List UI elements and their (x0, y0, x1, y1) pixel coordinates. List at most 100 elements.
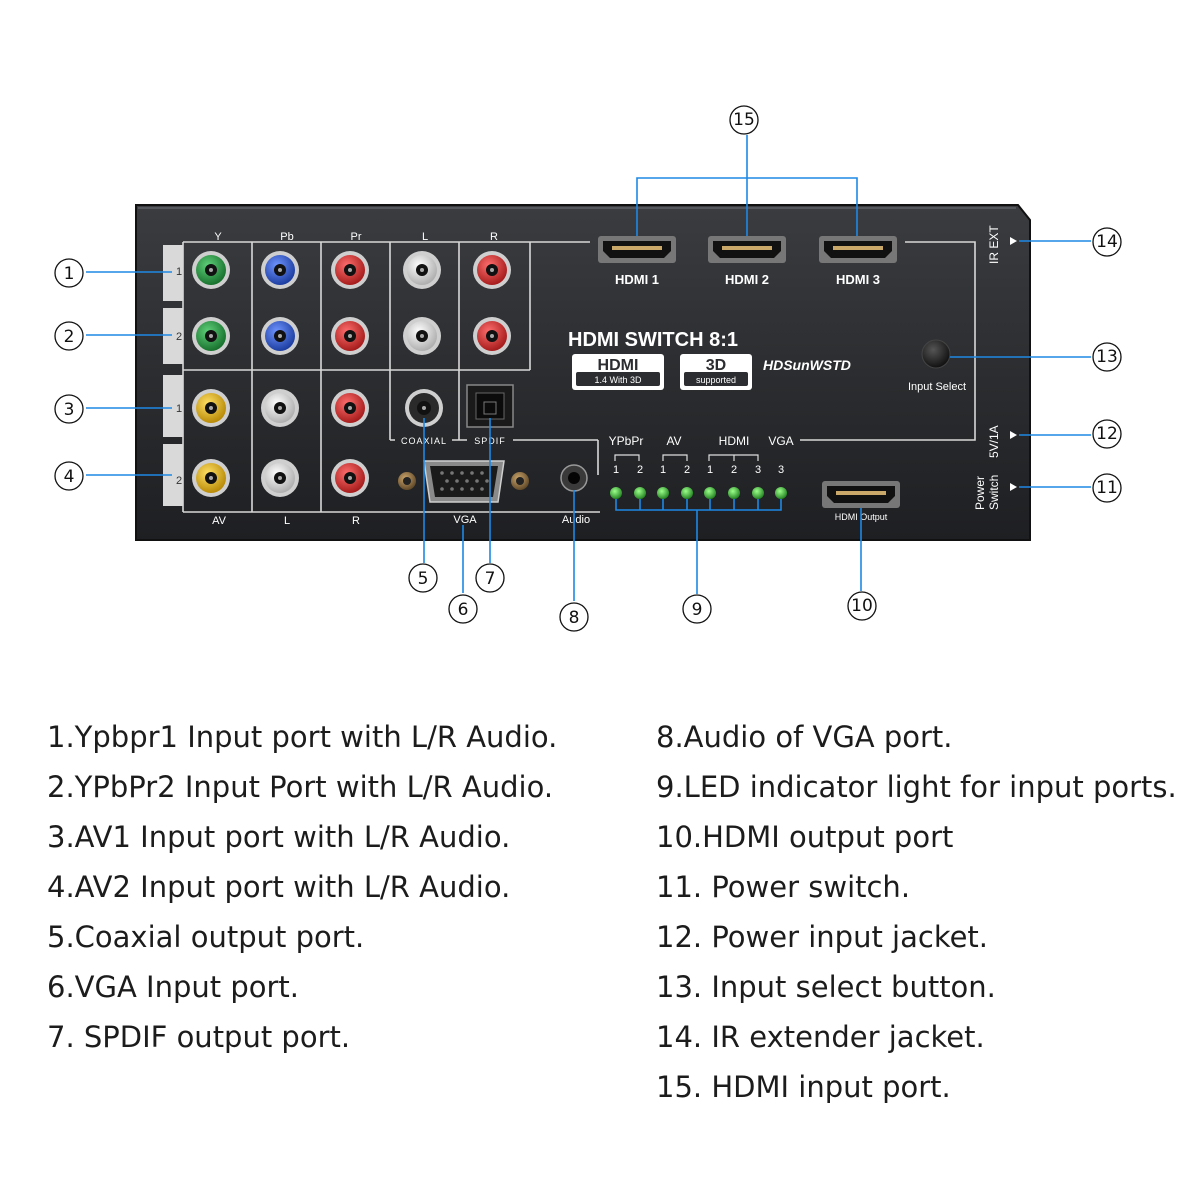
hdmi3-label: HDMI 3 (836, 272, 880, 287)
svg-text:11: 11 (1096, 478, 1118, 498)
callout-7: 7 (475, 563, 505, 593)
led-group-hdmi: HDMI (719, 434, 750, 448)
rca-jack-green-1-1 (192, 251, 230, 289)
leader-lines (86, 135, 1091, 601)
audio-jack (560, 464, 588, 492)
callout-13: 13 (1092, 342, 1122, 372)
vga-port (398, 460, 529, 503)
legend-right-column: 8.Audio of VGA port. 9.LED indicator lig… (656, 712, 1177, 1112)
row-number: 1 (176, 403, 182, 415)
legend-item: 13. Input select button. (656, 970, 996, 1004)
led-light (728, 487, 740, 499)
hdmi-input-port-1 (598, 236, 676, 263)
rca-jack-blue-2-2 (261, 317, 299, 355)
hdmi2-label: HDMI 2 (725, 272, 769, 287)
legend-item: 7. SPDIF output port. (47, 1020, 351, 1054)
legend-item: 6.VGA Input port. (47, 970, 300, 1004)
led-number: 1 (660, 464, 666, 476)
callout-10: 10 (847, 591, 877, 621)
row-number: 2 (176, 475, 182, 487)
led-number: 2 (684, 464, 690, 476)
rca-jack-yellow-3-1 (192, 389, 230, 427)
brand-logo: HDSunWSTD (763, 357, 851, 373)
led-number: 3 (755, 464, 761, 476)
legend-item: 3.AV1 Input port with L/R Audio. (47, 820, 511, 854)
led-group-av: AV (666, 434, 681, 448)
callout-4: 4 (54, 461, 84, 491)
legend-item: 14. IR extender jacket. (656, 1020, 985, 1054)
header-r: R (490, 231, 498, 243)
3d-badge: 3D supported (680, 354, 752, 390)
row-number: 2 (176, 331, 182, 343)
rca-jack-blue-1-2 (261, 251, 299, 289)
led-indicators: YPbPr AV HDMI VGA 1 2 1 2 1 2 3 3 (609, 434, 794, 499)
legend-item: 4.AV2 Input port with L/R Audio. (47, 870, 511, 904)
led-light (681, 487, 693, 499)
led-number: 1 (613, 464, 619, 476)
hdmi-badge-sub: 1.4 With 3D (594, 375, 642, 385)
svg-text:6: 6 (458, 600, 469, 620)
svg-text:8: 8 (569, 608, 580, 628)
hdmi-badge: HDMI 1.4 With 3D (572, 354, 664, 390)
device-diagram: 1 2 1 2 Y Pb Pr L R (54, 105, 1122, 632)
callout-11: 11 (1092, 473, 1122, 503)
rca-jack-white-3-2 (261, 389, 299, 427)
input-select-label: Input Select (908, 381, 966, 393)
svg-text:12: 12 (1096, 424, 1118, 444)
svg-text:14: 14 (1096, 232, 1118, 252)
callout-3: 3 (54, 394, 84, 424)
rca-jacks (192, 251, 511, 497)
led-light (657, 487, 669, 499)
hdmi-input-port-2 (708, 236, 786, 263)
callout-9: 9 (682, 594, 712, 624)
legend-item: 15. HDMI input port. (656, 1070, 951, 1104)
rca-jack-red-2-5 (473, 317, 511, 355)
label-vga: VGA (453, 514, 477, 526)
led-number: 2 (637, 464, 643, 476)
side-labels: IR EXT 5V/1A Power Switch (973, 225, 1017, 510)
callout-12: 12 (1092, 419, 1122, 449)
device-title: HDMI SWITCH 8:1 (568, 329, 738, 351)
callout-2: 2 (54, 321, 84, 351)
callouts: 1 2 3 4 5 6 7 8 9 10 11 12 13 14 15 (54, 105, 1122, 632)
callout-8: 8 (559, 602, 589, 632)
callout-1: 1 (54, 258, 84, 288)
row-number: 1 (176, 266, 182, 278)
svg-text:1: 1 (64, 264, 75, 284)
ir-ext-label: IR EXT (987, 225, 1001, 264)
power-switch-label-line1: Power (973, 476, 987, 510)
led-light (634, 487, 646, 499)
led-light (704, 487, 716, 499)
rca-jack-white-1-4 (403, 251, 441, 289)
svg-text:3: 3 (64, 400, 75, 420)
row-tabs: 1 2 1 2 (163, 245, 183, 506)
callout-6: 6 (448, 594, 478, 624)
svg-text:9: 9 (692, 600, 703, 620)
hdmi-input-ports: HDMI 1 HDMI 2 HDMI 3 (598, 236, 897, 287)
legend-item: 11. Power switch. (656, 870, 911, 904)
rca-jack-white-4-2 (261, 459, 299, 497)
led-light (775, 487, 787, 499)
rca-jack-red-1-5 (473, 251, 511, 289)
svg-text:5: 5 (418, 569, 429, 589)
hdmi-badge-main: HDMI (598, 357, 639, 374)
3d-badge-sub: supported (696, 375, 736, 385)
coaxial-jack: COAXIAL (401, 389, 446, 446)
callout-15: 15 (729, 105, 759, 135)
header-y: Y (214, 231, 222, 243)
svg-text:10: 10 (851, 596, 873, 616)
led-number: 3 (778, 464, 784, 476)
legend-item: 1.Ypbpr1 Input port with L/R Audio. (47, 720, 558, 754)
led-number: 1 (707, 464, 713, 476)
led-light (752, 487, 764, 499)
rca-jack-white-2-4 (403, 317, 441, 355)
hdmi-input-port-3 (819, 236, 897, 263)
legend-item: 8.Audio of VGA port. (656, 720, 953, 754)
svg-text:2: 2 (64, 327, 75, 347)
svg-text:13: 13 (1096, 347, 1118, 367)
hdmi1-label: HDMI 1 (615, 272, 659, 287)
rca-jack-yellow-4-1 (192, 459, 230, 497)
svg-text:4: 4 (64, 467, 75, 487)
svg-text:15: 15 (733, 110, 755, 130)
rca-jack-red-2-3 (331, 317, 369, 355)
